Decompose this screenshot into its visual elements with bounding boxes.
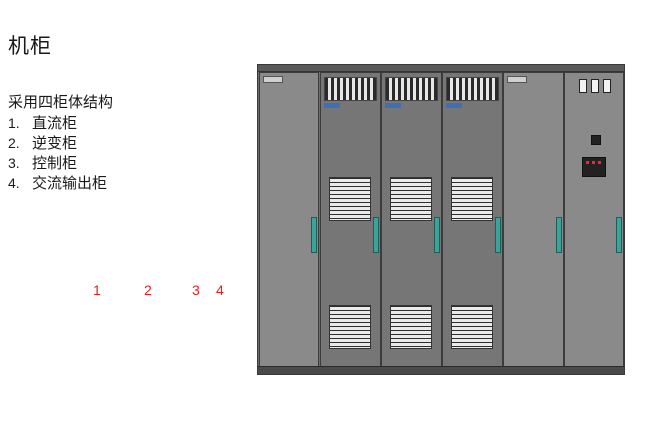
indicator-led-icon bbox=[592, 161, 595, 164]
fan-vent bbox=[385, 77, 438, 101]
indicator-led-icon bbox=[586, 161, 589, 164]
list-number: 4. bbox=[8, 175, 20, 191]
list-item: 3. 控制柜 bbox=[8, 153, 107, 173]
nameplate bbox=[324, 103, 340, 108]
louver-upper bbox=[390, 177, 432, 221]
list-number: 2. bbox=[8, 135, 20, 151]
louver-lower bbox=[390, 305, 432, 349]
cabinet-drawing bbox=[257, 64, 625, 375]
dc-cabinet-door bbox=[259, 72, 319, 368]
list-text: 直流柜 bbox=[32, 114, 78, 132]
list-item: 2. 逆变柜 bbox=[8, 133, 107, 153]
fan-vent bbox=[324, 77, 377, 101]
list-text: 逆变柜 bbox=[32, 134, 78, 152]
door-handle bbox=[373, 217, 379, 253]
list-item: 1. 直流柜 bbox=[8, 113, 107, 133]
cabinet-marker-1: 1 bbox=[93, 282, 101, 298]
fan-vent bbox=[446, 77, 499, 101]
intro-text: 采用四柜体结构 bbox=[8, 93, 114, 111]
cabinet-list: 1. 直流柜 2. 逆变柜 3. 控制柜 4. 交流输出柜 bbox=[8, 113, 107, 193]
switch-knob-icon bbox=[579, 79, 587, 93]
switch-knob-icon bbox=[603, 79, 611, 93]
control-panel-display bbox=[582, 157, 606, 177]
control-cabinet-door bbox=[503, 72, 564, 368]
indicator-led-icon bbox=[598, 161, 601, 164]
ac-output-cabinet-door bbox=[564, 72, 624, 368]
inverter-door-2 bbox=[381, 72, 442, 368]
list-item: 4. 交流输出柜 bbox=[8, 173, 107, 193]
list-number: 1. bbox=[8, 115, 20, 131]
slide-title: 机柜 bbox=[8, 34, 52, 58]
switch-knob-icon bbox=[591, 79, 599, 93]
louver-upper bbox=[329, 177, 371, 221]
cabinet-top-rail bbox=[258, 65, 624, 72]
cabinet-marker-2: 2 bbox=[144, 282, 152, 298]
door-handle bbox=[495, 217, 501, 253]
list-number: 3. bbox=[8, 155, 20, 171]
door-handle bbox=[311, 217, 317, 253]
nameplate bbox=[385, 103, 401, 108]
cabinet-base bbox=[258, 366, 624, 374]
nameplate bbox=[263, 76, 283, 83]
list-text: 交流输出柜 bbox=[32, 174, 108, 192]
louver-upper bbox=[451, 177, 493, 221]
louver-lower bbox=[329, 305, 371, 349]
emergency-stop-icon bbox=[591, 135, 601, 145]
cabinet-marker-4: 4 bbox=[216, 282, 224, 298]
louver-lower bbox=[451, 305, 493, 349]
cabinet-marker-3: 3 bbox=[192, 282, 200, 298]
inverter-door-3 bbox=[442, 72, 503, 368]
list-text: 控制柜 bbox=[32, 154, 78, 172]
door-handle bbox=[556, 217, 562, 253]
door-handle bbox=[616, 217, 622, 253]
nameplate bbox=[446, 103, 462, 108]
door-handle bbox=[434, 217, 440, 253]
inverter-door-1 bbox=[320, 72, 381, 368]
nameplate bbox=[507, 76, 527, 83]
